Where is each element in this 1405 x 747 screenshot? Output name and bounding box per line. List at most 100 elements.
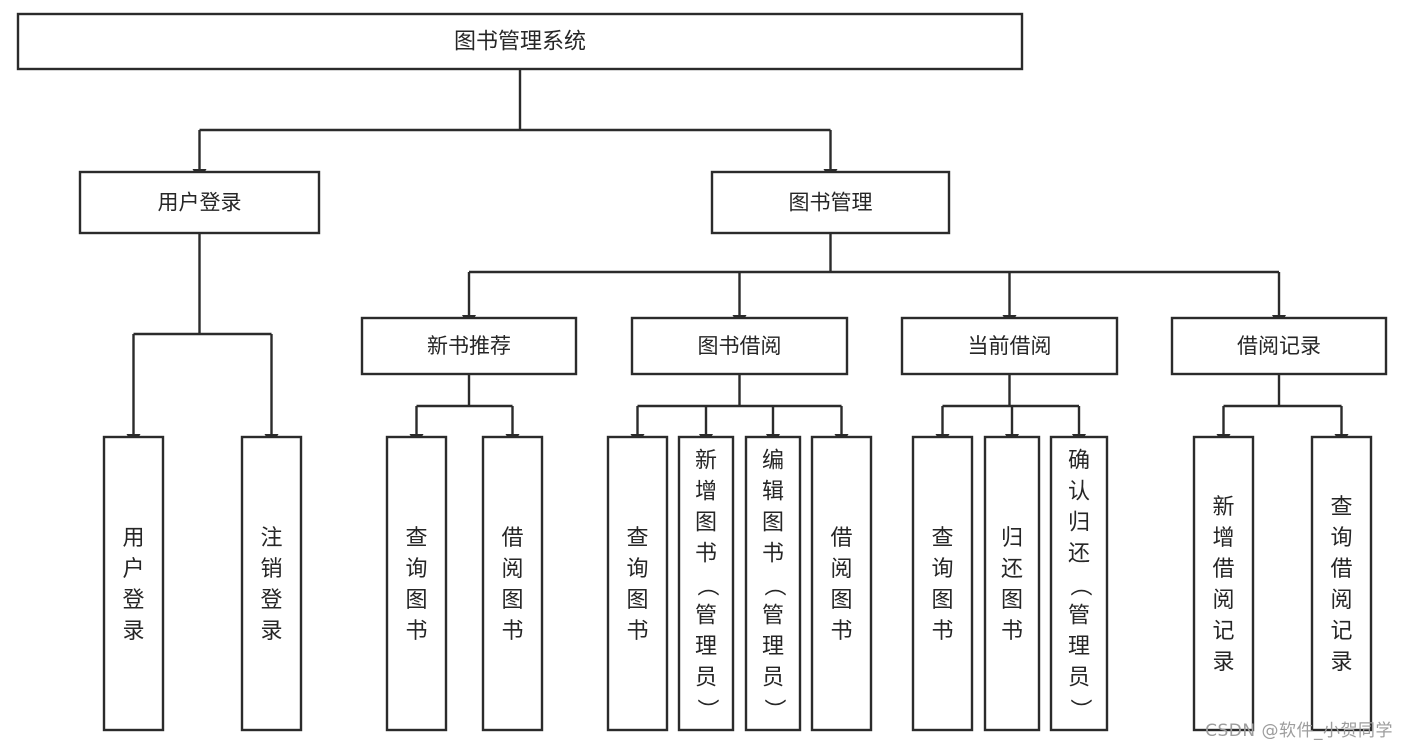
leaf-label-char: 管 bbox=[762, 604, 784, 629]
leaf-label-char: 查 bbox=[1330, 495, 1352, 520]
leaf-label-char: 辑 bbox=[762, 480, 784, 505]
leaf-label-char: 图 bbox=[695, 511, 717, 536]
leaf-label-char: 户 bbox=[122, 557, 144, 582]
leaf-label-char: 询 bbox=[931, 557, 953, 582]
leaf-label-char: 记 bbox=[1212, 619, 1234, 644]
leaf-label-char: 理 bbox=[762, 635, 784, 660]
node-box-leaf-query-book-3[interactable] bbox=[911, 435, 974, 732]
leaf-label-char: ） bbox=[1067, 698, 1092, 720]
leaf-label-char: 员 bbox=[695, 666, 717, 691]
leaf-label-char: 书 bbox=[405, 619, 427, 644]
leaf-label-char: 图 bbox=[626, 588, 648, 613]
leaf-label-char: 查 bbox=[931, 526, 953, 551]
leaf-label-char: 理 bbox=[1068, 635, 1090, 660]
leaf-label-char: 录 bbox=[122, 619, 144, 644]
node-box-current-borrow[interactable] bbox=[900, 316, 1119, 376]
node-box-leaf-borrow-book-2[interactable] bbox=[810, 435, 873, 732]
leaf-label-char: 确 bbox=[1068, 449, 1090, 474]
leaf-label-char: ） bbox=[761, 698, 786, 720]
leaf-label-char: ） bbox=[694, 698, 719, 720]
leaf-label-char: 增 bbox=[695, 480, 717, 505]
node-box-new-book-recommend[interactable] bbox=[360, 316, 578, 376]
leaf-label-char: 图 bbox=[405, 588, 427, 613]
leaf-label-char: 还 bbox=[1001, 557, 1023, 582]
node-box-leaf-query-borrow-record[interactable] bbox=[1310, 435, 1373, 732]
leaf-label-char: 编 bbox=[762, 449, 784, 474]
leaf-label-char: 增 bbox=[1212, 526, 1234, 551]
node-box-leaf-query-book-2[interactable] bbox=[606, 435, 669, 732]
leaf-label-char: 书 bbox=[1001, 619, 1023, 644]
leaf-label-char: 认 bbox=[1068, 480, 1090, 505]
node-box-user-login[interactable] bbox=[78, 170, 321, 235]
boxes-layer bbox=[16, 12, 1388, 732]
leaf-label-char: 图 bbox=[501, 588, 523, 613]
labels-layer: 图书管理系统用户登录图书管理新书推荐图书借阅当前借阅借阅记录用户登录注销登录查询… bbox=[122, 30, 1352, 721]
node-label-leaf-user-login: 用户登录 bbox=[122, 526, 144, 644]
leaf-label-char: 询 bbox=[626, 557, 648, 582]
leaf-label-char: （ bbox=[694, 574, 719, 596]
leaf-label-char: 用 bbox=[122, 526, 144, 551]
leaf-label-char: 图 bbox=[1001, 588, 1023, 613]
leaf-label-char: 阅 bbox=[1212, 588, 1234, 613]
node-label-borrow-record: 借阅记录 bbox=[1237, 334, 1321, 358]
node-label-current-borrow: 当前借阅 bbox=[968, 334, 1052, 358]
leaf-label-char: 新 bbox=[1212, 495, 1234, 520]
node-box-leaf-add-book-admin[interactable] bbox=[677, 435, 735, 732]
node-box-leaf-borrow-book-1[interactable] bbox=[481, 435, 544, 732]
leaf-label-char: 注 bbox=[260, 526, 282, 551]
node-box-leaf-confirm-return-admin[interactable] bbox=[1049, 435, 1109, 732]
node-box-root[interactable] bbox=[16, 12, 1024, 71]
leaf-label-char: 记 bbox=[1330, 619, 1352, 644]
leaf-label-char: 录 bbox=[260, 619, 282, 644]
node-box-borrow-record[interactable] bbox=[1170, 316, 1388, 376]
leaf-label-char: 借 bbox=[1212, 557, 1234, 582]
leaf-label-char: （ bbox=[761, 574, 786, 596]
leaf-label-char: 书 bbox=[931, 619, 953, 644]
leaf-label-char: 查 bbox=[405, 526, 427, 551]
leaf-label-char: 录 bbox=[1212, 650, 1234, 675]
leaf-label-char: 管 bbox=[1068, 604, 1090, 629]
leaf-label-char: 书 bbox=[501, 619, 523, 644]
csdn-watermark: CSDN @软件_小贺同学 bbox=[1205, 721, 1393, 741]
leaf-label-char: 图 bbox=[762, 511, 784, 536]
leaf-label-char: 图 bbox=[830, 588, 852, 613]
leaf-label-char: 新 bbox=[695, 449, 717, 474]
node-box-leaf-add-borrow-record[interactable] bbox=[1192, 435, 1255, 732]
node-box-leaf-edit-book-admin[interactable] bbox=[744, 435, 802, 732]
leaf-label-char: 员 bbox=[1068, 666, 1090, 691]
node-label-book-borrow: 图书借阅 bbox=[698, 334, 782, 358]
node-label-root: 图书管理系统 bbox=[454, 30, 586, 55]
node-box-book-borrow[interactable] bbox=[630, 316, 849, 376]
node-box-book-manage[interactable] bbox=[710, 170, 951, 235]
leaf-label-char: 查 bbox=[626, 526, 648, 551]
leaf-label-char: 还 bbox=[1068, 542, 1090, 567]
leaf-label-char: 书 bbox=[695, 542, 717, 567]
leaf-label-char: 登 bbox=[260, 588, 282, 613]
node-box-leaf-logout-login[interactable] bbox=[240, 435, 303, 732]
node-box-leaf-user-login[interactable] bbox=[102, 435, 165, 732]
leaf-label-char: 询 bbox=[1330, 526, 1352, 551]
leaf-label-char: 理 bbox=[695, 635, 717, 660]
leaf-label-char: 询 bbox=[405, 557, 427, 582]
leaf-label-char: 借 bbox=[1330, 557, 1352, 582]
leaf-label-char: （ bbox=[1067, 574, 1092, 596]
leaf-label-char: 录 bbox=[1330, 650, 1352, 675]
leaf-label-char: 书 bbox=[830, 619, 852, 644]
node-box-leaf-query-book-1[interactable] bbox=[385, 435, 448, 732]
node-box-leaf-return-book[interactable] bbox=[983, 435, 1041, 732]
leaf-label-char: 书 bbox=[626, 619, 648, 644]
node-label-new-book-recommend: 新书推荐 bbox=[427, 334, 511, 358]
